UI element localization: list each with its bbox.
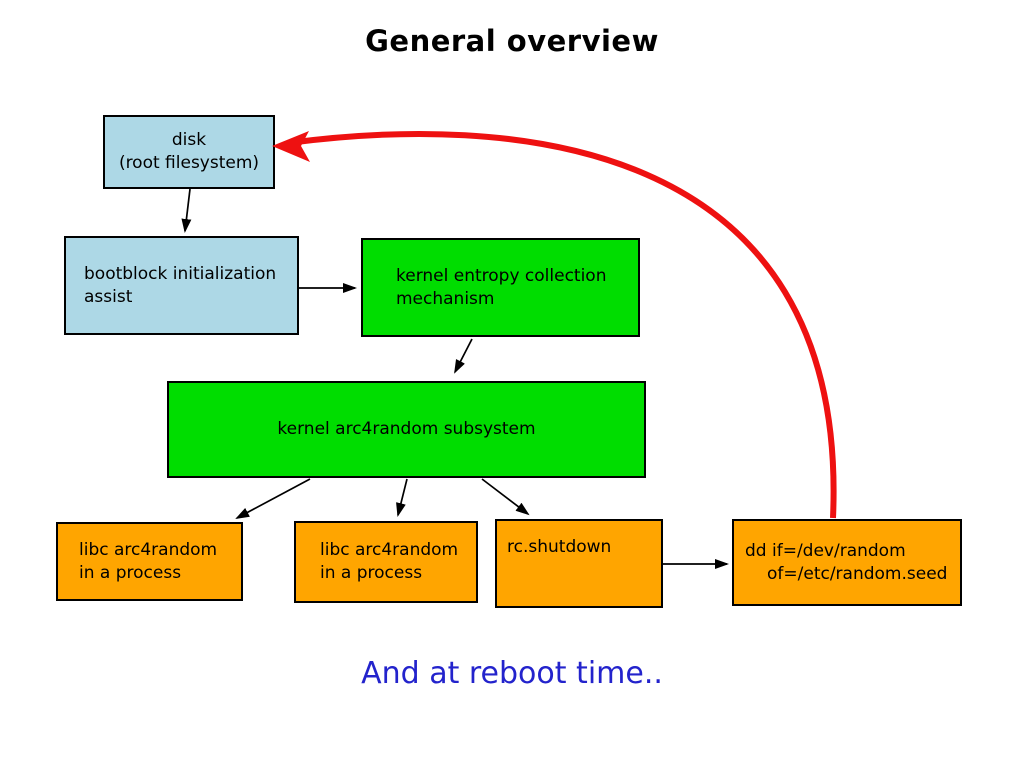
reboot-note: And at reboot time.. [361,656,663,691]
node-libc-process-2: libc arc4random in a process [294,521,478,603]
node-disk-line1: disk [171,130,207,150]
node-entropy-line2: mechanism [396,288,495,309]
node-entropy-line1: kernel entropy collection [396,265,607,286]
node-arc4random-line1: kernel arc4random subsystem [277,419,536,439]
node-libc2-line2: in a process [320,563,423,583]
node-bootblock-line2: assist [84,286,133,307]
node-rc-shutdown: rc.shutdown [495,519,663,608]
node-dd-line2: of=/etc/random.seed [767,563,948,584]
node-disk-line2: (root filesystem) [118,153,260,173]
red-arrowhead [272,131,310,162]
arrow-disk-to-bootblock [181,188,192,233]
node-bootblock: bootblock initialization assist [64,236,299,335]
arrow-arc4random-to-libc1 [235,478,311,519]
node-libc1-line1: libc arc4random [79,539,218,560]
arrow-entropy-to-arc4random [454,338,473,374]
node-entropy-collection: kernel entropy collection mechanism [361,238,640,337]
node-arc4random-subsystem: kernel arc4random subsystem [167,381,646,478]
slide-title: General overview [365,24,659,58]
node-dd-line1: dd if=/dev/random [745,540,906,561]
arrow-arc4random-to-rcshutdown [481,478,530,516]
node-dd-random-seed: dd if=/dev/random of=/etc/random.seed [732,519,962,606]
node-libc1-line2: in a process [79,562,182,583]
arrow-arc4random-to-libc2 [396,478,408,517]
node-libc2-line1: libc arc4random [320,540,459,560]
node-bootblock-line1: bootblock initialization [84,263,277,284]
node-rcshutdown-line1: rc.shutdown [507,537,612,557]
node-libc-process-1: libc arc4random in a process [56,522,243,601]
node-disk: disk (root filesystem) [103,115,275,189]
